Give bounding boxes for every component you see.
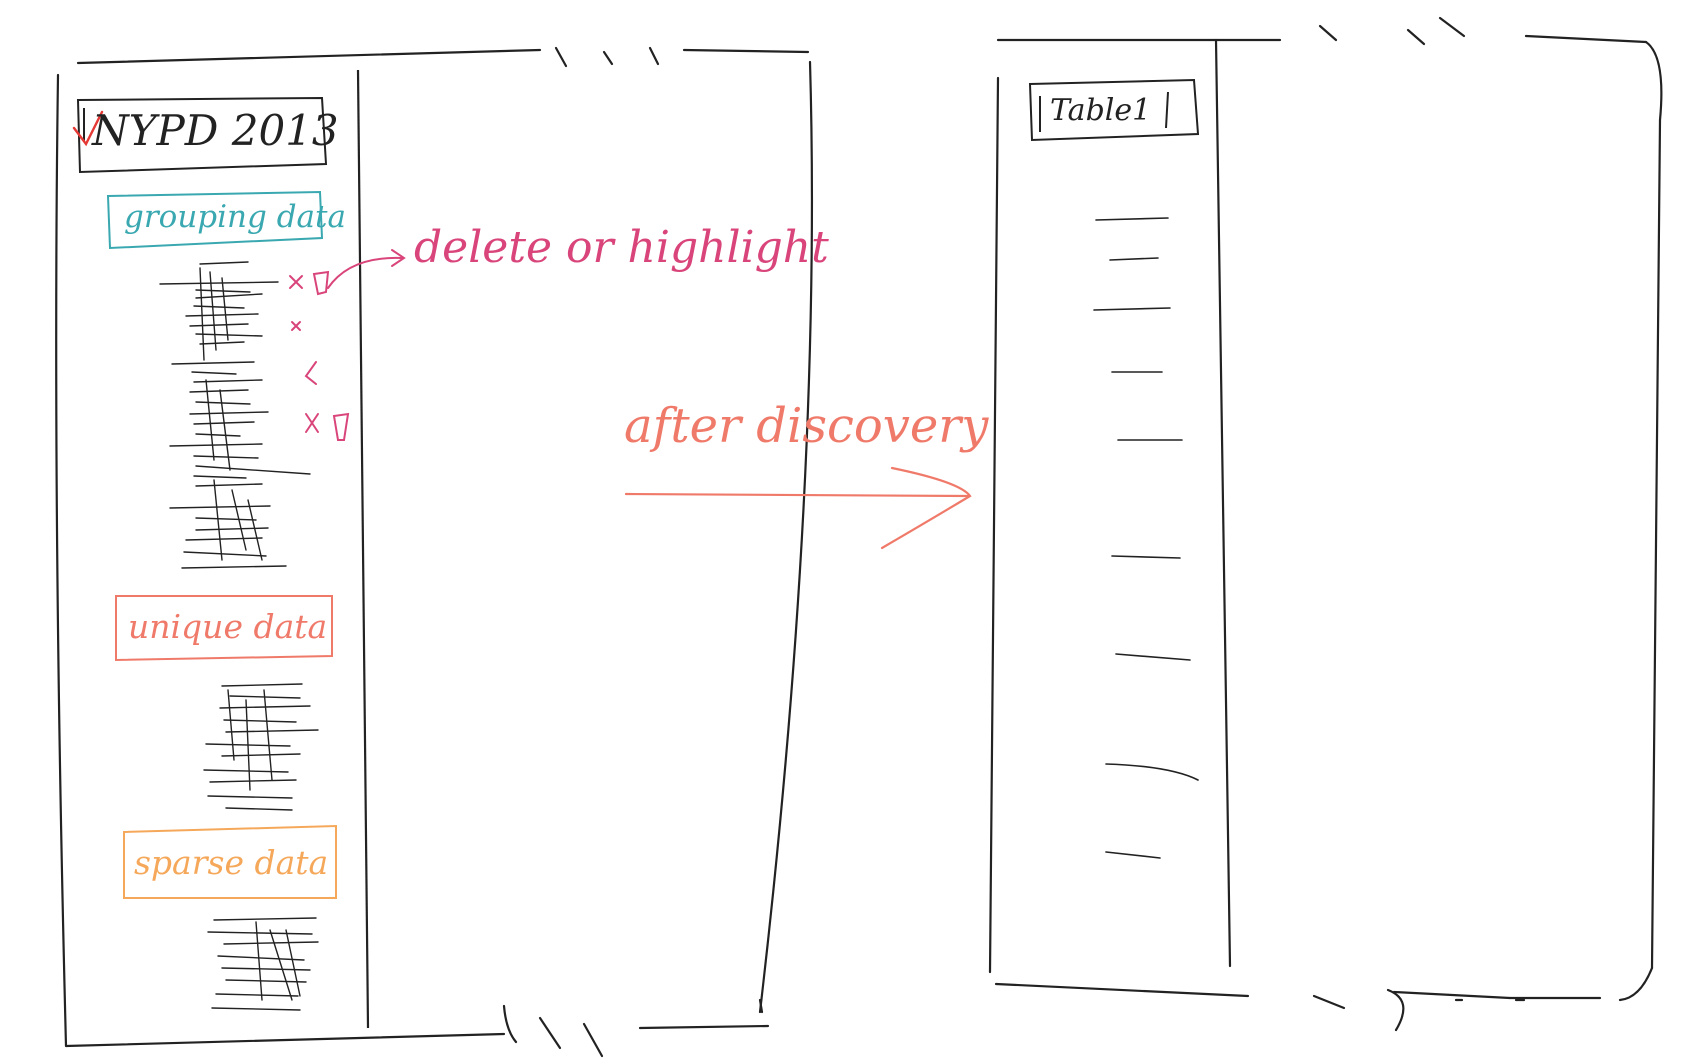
table-rows	[1093, 217, 1199, 859]
row-action-marks	[289, 249, 406, 441]
after-discovery-arrow	[624, 466, 972, 550]
grouping-data-rows	[159, 261, 311, 569]
unique-data-box	[115, 595, 333, 662]
table-label[interactable]: Table1	[1050, 93, 1152, 128]
section-label-unique[interactable]: unique data	[128, 607, 328, 646]
dataset-box	[76, 96, 328, 174]
unique-data-rows	[203, 683, 319, 811]
dataset-label[interactable]: NYPD 2013	[92, 106, 339, 155]
highlight-icon	[312, 270, 330, 296]
highlight-icon	[332, 412, 350, 441]
delete-x-icon	[305, 413, 319, 433]
right-window-frame	[988, 16, 1663, 1032]
sparse-data-box	[123, 824, 337, 899]
left-window-frame	[55, 46, 814, 1058]
table-box	[1028, 78, 1200, 142]
section-label-grouping[interactable]: grouping data	[124, 199, 346, 235]
sparse-data-rows	[207, 917, 319, 1011]
delete-x-icon	[289, 275, 303, 289]
grouping-data-box	[106, 190, 324, 250]
action-annotation: delete or highlight	[414, 222, 829, 273]
section-label-sparse[interactable]: sparse data	[134, 843, 329, 882]
delete-x-icon	[291, 321, 301, 331]
check-icon	[304, 361, 317, 385]
transition-annotation: after discovery	[624, 398, 989, 454]
sidebar-divider	[356, 69, 370, 1029]
pointer-arrow	[327, 256, 403, 289]
check-icon	[72, 110, 104, 147]
